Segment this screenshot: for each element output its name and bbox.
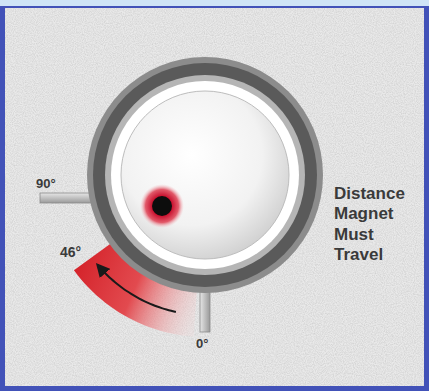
ring-white xyxy=(111,81,299,269)
texture xyxy=(5,8,424,386)
magnet-halo xyxy=(140,184,184,228)
magnet-dot xyxy=(152,196,172,216)
ring-dark xyxy=(93,63,317,287)
angle-label: 46° xyxy=(60,244,81,261)
tick-90 xyxy=(40,193,96,203)
angle-label: 90° xyxy=(36,176,56,192)
ring-inner xyxy=(105,75,305,275)
outer-ring xyxy=(87,57,323,293)
textured-ground xyxy=(5,8,424,386)
top-band xyxy=(0,0,429,6)
caption-note: Distance Magnet Must Travel xyxy=(334,184,420,266)
angle-label: 0° xyxy=(196,336,208,352)
ball xyxy=(121,91,289,259)
